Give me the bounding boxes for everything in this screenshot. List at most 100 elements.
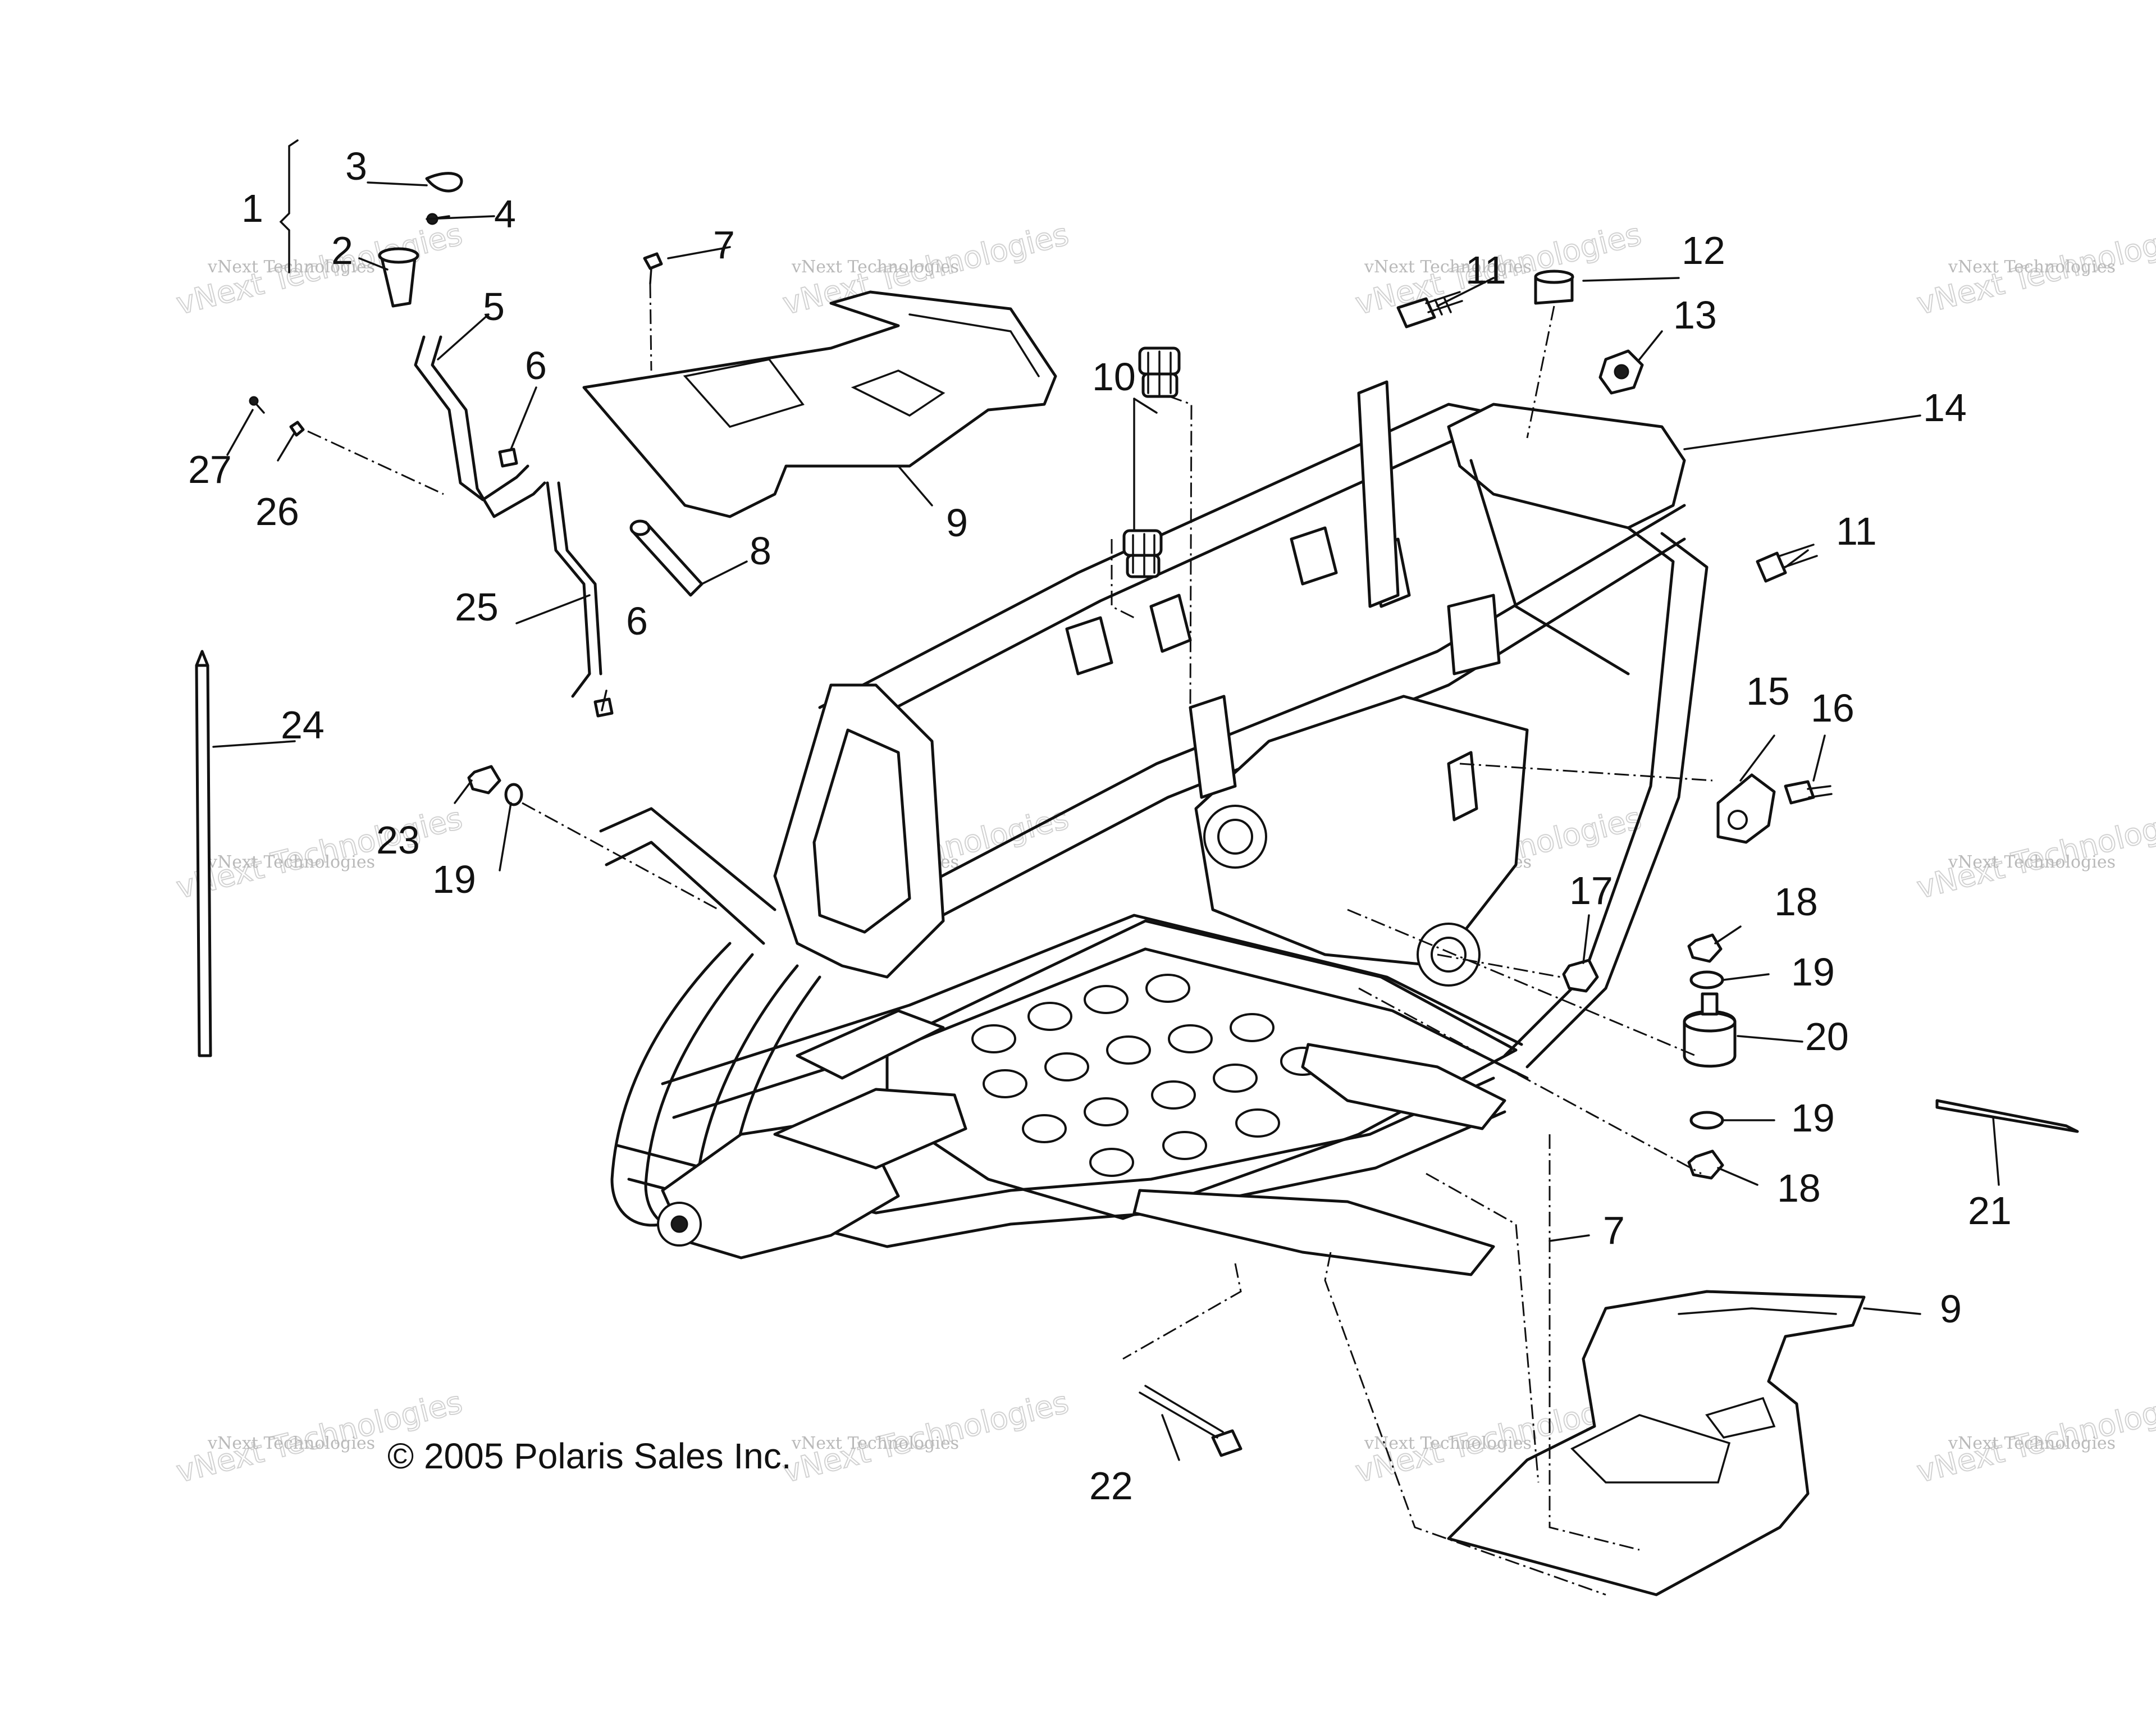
- mount-tab: [1189, 695, 1237, 799]
- a-arm-bracket-upper: [796, 1009, 945, 1080]
- mount-tab: [1149, 594, 1192, 653]
- rod-24: [195, 664, 212, 1057]
- breather-line-25-shadow: [557, 481, 602, 676]
- svg-text:vNext Technologies: vNext Technologies: [1364, 1434, 1532, 1453]
- footrest-bracket-upper: [1301, 1043, 1506, 1130]
- mount-tab: [1447, 751, 1478, 822]
- vent-hose-5: [414, 335, 529, 501]
- svg-text:vNext Technologies: vNext Technologies: [1948, 852, 2116, 872]
- callout-25: 25: [455, 585, 499, 629]
- callout-23: 23: [376, 818, 420, 862]
- callout-11b: 11: [1836, 509, 1877, 553]
- front-cross-tube-shadow: [605, 841, 765, 945]
- breather-line-25: [546, 481, 591, 698]
- lower-rail-inner: [661, 914, 1523, 1085]
- front-cross-tube: [599, 807, 776, 911]
- callout-26: 26: [255, 490, 299, 533]
- vent-top-2: [378, 247, 419, 264]
- callout-6: 6: [525, 344, 547, 387]
- callout-5: 5: [483, 285, 505, 328]
- bracket-15: [1716, 773, 1776, 844]
- callout-24: 24: [281, 703, 325, 747]
- grommet-10: [1138, 346, 1181, 398]
- floor-pan-holes: [971, 974, 1325, 1177]
- svg-text:vNext Technologies: vNext Technologies: [791, 1434, 959, 1453]
- rear-down-tube: [1503, 526, 1675, 1057]
- callout-8: 8: [750, 529, 771, 573]
- callout-13: 13: [1673, 293, 1717, 337]
- mount-tab: [1447, 594, 1501, 676]
- nut-18: [1687, 933, 1723, 963]
- callout-labels: 1 2 3 4 5 6 7 8 9 10 11 12 13 14 11 15 1…: [188, 144, 2012, 1508]
- callout-3: 3: [345, 144, 367, 188]
- main-frame: [599, 380, 1709, 1259]
- footrest-edge: [908, 313, 1040, 377]
- callout-7b: 7: [1603, 1208, 1625, 1252]
- washer-19: [1689, 970, 1724, 989]
- callout-16: 16: [1811, 686, 1854, 730]
- footrest-cutout: [1705, 1397, 1776, 1439]
- svg-text:vNext Technologies: vNext Technologies: [1364, 257, 1532, 277]
- footrest-right: [1132, 1043, 1866, 1596]
- svg-text:vNext Technologies: vNext Technologies: [207, 1434, 375, 1453]
- rear-down-tube-shadow: [1525, 532, 1709, 1069]
- footrest-cutout: [1570, 1414, 1731, 1484]
- screw-7: [643, 252, 663, 270]
- callout-9b: 9: [1940, 1287, 1962, 1331]
- callout-7: 7: [713, 223, 735, 267]
- vent-hose-5-shadow: [431, 335, 546, 518]
- front-loop-left: [610, 942, 732, 1227]
- callout-4: 4: [494, 192, 516, 236]
- assembly-lines: [307, 283, 1713, 1596]
- footrest-bracket-lower: [1132, 1189, 1495, 1276]
- callout-14: 14: [1923, 386, 1967, 430]
- seat-latch-post: [1357, 380, 1400, 608]
- footrest-cutout: [851, 369, 945, 417]
- grommet-10: [1122, 529, 1163, 578]
- svg-text:vNext Technologies: vNext Technologies: [1948, 257, 2116, 277]
- footrest-left: [582, 290, 1057, 518]
- footrest-cutout: [683, 358, 805, 428]
- callout-6b: 6: [626, 599, 648, 643]
- nut-18: [1687, 1149, 1724, 1180]
- washer-26: [289, 421, 305, 437]
- screw-head-27: [249, 396, 259, 406]
- callout-27: 27: [188, 448, 232, 491]
- rear-brace: [1469, 459, 1630, 676]
- callout-2: 2: [331, 229, 353, 272]
- callout-15: 15: [1746, 669, 1790, 713]
- callout-1: 1: [241, 186, 263, 230]
- svg-text:vNext Technologies: vNext Technologies: [1948, 1434, 2116, 1453]
- leader-lines: [212, 139, 2000, 1461]
- copyright-notice: © 2005 Polaris Sales Inc.: [387, 1436, 792, 1476]
- svg-text:vNext Technologies: vNext Technologies: [207, 852, 375, 872]
- cable-tie-21: [1935, 1099, 2079, 1133]
- bulkhead-window: [812, 728, 911, 934]
- callout-20: 20: [1805, 1015, 1849, 1058]
- upper-rail-right: [919, 504, 1686, 889]
- callout-9: 9: [946, 501, 968, 545]
- washer-19: [1689, 1111, 1724, 1130]
- callout-19c: 19: [1791, 1096, 1835, 1140]
- bolt-11: [1396, 291, 1463, 328]
- svg-text:vNext Technologies: vNext Technologies: [207, 257, 375, 277]
- bolt-16: [1784, 780, 1815, 805]
- bolt-shank-22: [1139, 1385, 1224, 1439]
- pin-end-8: [629, 519, 651, 536]
- a-arm-bracket-lower: [773, 1088, 967, 1170]
- callout-22: 22: [1089, 1464, 1133, 1508]
- callout-19b: 19: [1791, 950, 1835, 994]
- swingarm-mount-plate: [1194, 695, 1529, 968]
- callout-10: 10: [1092, 355, 1136, 399]
- bolt-head-22: [1211, 1429, 1243, 1457]
- lower-rail-outer-shadow: [627, 1110, 1506, 1248]
- bolt-11: [1756, 544, 1818, 583]
- nut-23: [467, 765, 501, 795]
- clamp-6: [498, 448, 518, 468]
